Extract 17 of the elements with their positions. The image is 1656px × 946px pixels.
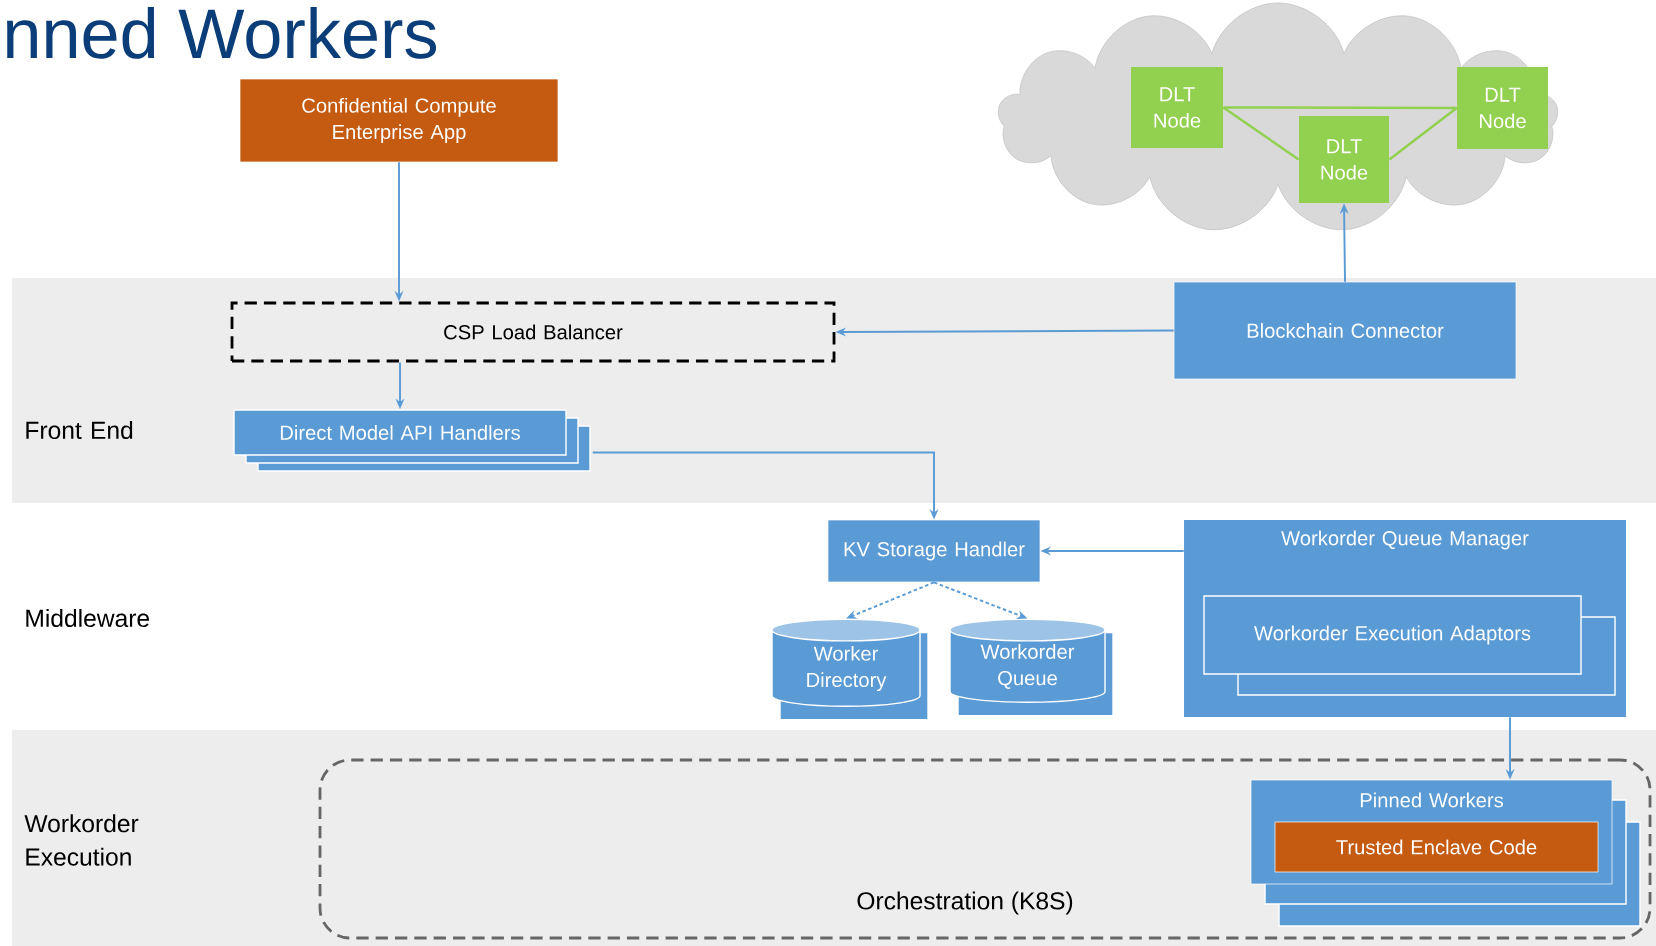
dlt-node-box: DLT Node (1131, 67, 1223, 148)
database-cylinder: Worker Directory (771, 618, 929, 721)
enclave-box: Trusted Enclave Code (1274, 821, 1599, 873)
band-label: Front End (26, 420, 133, 440)
load-balancer-box: CSP Load Balancer (230, 301, 836, 363)
app-box: Confidential Compute Enterprise App (239, 78, 559, 163)
band-label: Middleware (26, 608, 150, 628)
handler-stack: Direct Model API Handlers (233, 409, 591, 472)
dlt-node-box: DLT Node (1457, 67, 1548, 149)
title: nned Workers (7, 7, 437, 59)
storage-handler-box: KV Storage Handler (827, 519, 1041, 583)
database-cylinder: Workorder Queue (949, 618, 1114, 717)
band-label: Workorder Execution (24, 814, 139, 866)
adaptor-stack: Workorder Execution Adaptors (1203, 595, 1616, 696)
connector-box: Blockchain Connector (1173, 281, 1517, 380)
dlt-node-box: DLT Node (1299, 116, 1389, 203)
node-label: Pinned Workers (1360, 792, 1504, 808)
